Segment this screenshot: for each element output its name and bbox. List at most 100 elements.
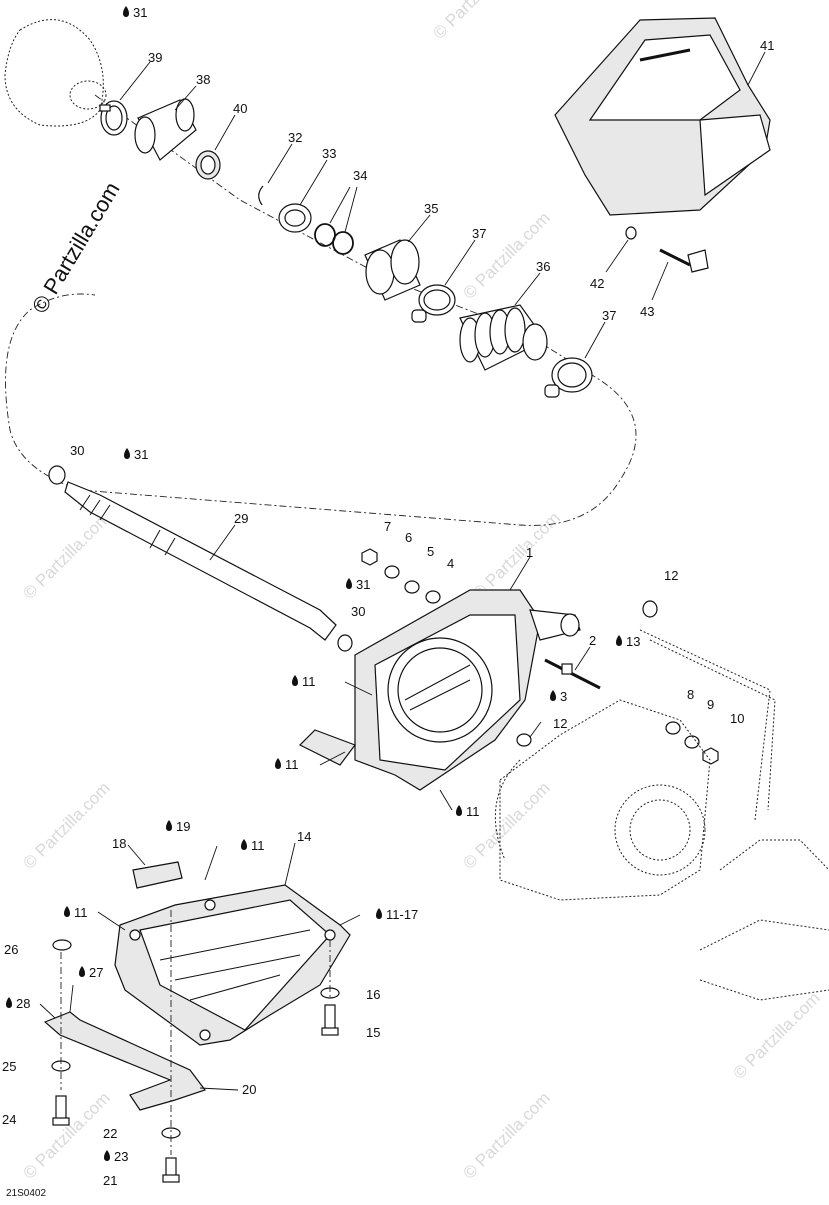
callout-3: 3 <box>550 689 567 704</box>
watermark-text: © Partzilla.com <box>19 508 113 602</box>
callout-number: 29 <box>234 511 248 526</box>
callout-1117: 11-17 <box>376 907 418 922</box>
drawing-code: 21S0402 <box>6 1188 46 1199</box>
callout-number: 1 <box>526 545 533 560</box>
callout-11d: 11 <box>241 838 265 853</box>
callout-number: 38 <box>196 72 210 87</box>
bolt-43 <box>659 248 709 273</box>
callout-number: 12 <box>553 716 567 731</box>
callout-37b: 37 <box>602 308 616 323</box>
callout-number: 34 <box>353 168 367 183</box>
callout-21: 21 <box>103 1173 117 1188</box>
bolt-24 <box>52 1095 70 1126</box>
callout-31c: 31 <box>346 577 370 592</box>
washer-6 <box>384 565 400 579</box>
callout-31a: 31 <box>123 5 147 20</box>
callout-number: 5 <box>427 544 434 559</box>
callout-number: 30 <box>70 443 84 458</box>
callout-11e: 11 <box>64 905 88 920</box>
orings-34 <box>314 223 354 255</box>
callout-9: 9 <box>707 697 714 712</box>
callout-1: 1 <box>526 545 533 560</box>
assembly-guide-lines <box>60 910 331 1155</box>
drop-icon <box>456 805 462 816</box>
drop-icon <box>6 997 12 1008</box>
clamp-39 <box>99 100 128 136</box>
callout-number: 22 <box>103 1126 117 1141</box>
callout-29: 29 <box>234 511 248 526</box>
callout-43: 43 <box>640 304 654 319</box>
callout-28: 28 <box>6 996 30 1011</box>
watermark-text: © Partzilla.com <box>459 208 553 302</box>
watermark-text: © Partzilla.com <box>729 988 823 1082</box>
callout-number: 30 <box>351 604 365 619</box>
bearing-33 <box>278 203 312 233</box>
drop-icon <box>241 839 247 850</box>
ghost-venturi <box>494 699 711 901</box>
washer-8 <box>665 721 681 735</box>
clamp-37-lower <box>544 357 593 398</box>
callout-number: 8 <box>687 687 694 702</box>
callout-number: 31 <box>134 447 148 462</box>
callout-number: 35 <box>424 201 438 216</box>
callout-number: 36 <box>536 259 550 274</box>
callout-number: 33 <box>322 146 336 161</box>
watermark-text: © Partzilla.com <box>459 778 553 872</box>
callout-40: 40 <box>233 101 247 116</box>
seal-30-left <box>48 465 66 485</box>
callout-number: 43 <box>640 304 654 319</box>
callout-11a: 11 <box>292 674 316 689</box>
callout-number: 20 <box>242 1082 256 1097</box>
callout-number: 31 <box>356 577 370 592</box>
washer-5 <box>404 580 420 594</box>
callout-number: 9 <box>707 697 714 712</box>
callout-number: 23 <box>114 1149 128 1164</box>
callout-4: 4 <box>447 556 454 571</box>
ride-plate-14 <box>114 884 351 1046</box>
washer-4 <box>425 590 441 604</box>
callout-number: 3 <box>560 689 567 704</box>
callout-37a: 37 <box>472 226 486 241</box>
callout-number: 2 <box>589 633 596 648</box>
callout-30b: 30 <box>351 604 365 619</box>
callout-number: 42 <box>590 276 604 291</box>
drop-icon <box>550 690 556 701</box>
stud-2 <box>544 658 601 690</box>
shaft-loop-line <box>5 94 637 526</box>
grate-20 <box>43 1011 206 1111</box>
bolt-21 <box>162 1157 180 1183</box>
callout-31b: 31 <box>124 447 148 462</box>
callout-14: 14 <box>297 829 311 844</box>
callout-8: 8 <box>687 687 694 702</box>
callout-7: 7 <box>384 519 391 534</box>
callout-38: 38 <box>196 72 210 87</box>
bolt-15 <box>321 1004 339 1036</box>
callout-number: 16 <box>366 987 380 1002</box>
callout-number: 6 <box>405 530 412 545</box>
drop-icon <box>104 1150 110 1161</box>
pad-18 <box>132 861 183 889</box>
drop-icon <box>124 448 130 459</box>
callout-20: 20 <box>242 1082 256 1097</box>
callout-41: 41 <box>760 38 774 53</box>
callout-number: 12 <box>664 568 678 583</box>
watermark-text: © Partzilla.com <box>459 1088 553 1182</box>
watermark-text: © Partzilla.com <box>469 508 563 602</box>
cover-41 <box>554 17 771 216</box>
callout-26: 26 <box>4 942 18 957</box>
callout-number: 25 <box>2 1059 16 1074</box>
callout-18: 18 <box>112 836 126 851</box>
washer-26 <box>52 939 72 951</box>
callout-number: 19 <box>176 819 190 834</box>
callout-30a: 30 <box>70 443 84 458</box>
callout-32: 32 <box>288 130 302 145</box>
callout-36: 36 <box>536 259 550 274</box>
callout-25: 25 <box>2 1059 16 1074</box>
callout-number: 15 <box>366 1025 380 1040</box>
callout-12a: 12 <box>664 568 678 583</box>
callout-39: 39 <box>148 50 162 65</box>
callout-23: 23 <box>104 1149 128 1164</box>
nut-10 <box>702 747 719 765</box>
callout-number: 40 <box>233 101 247 116</box>
